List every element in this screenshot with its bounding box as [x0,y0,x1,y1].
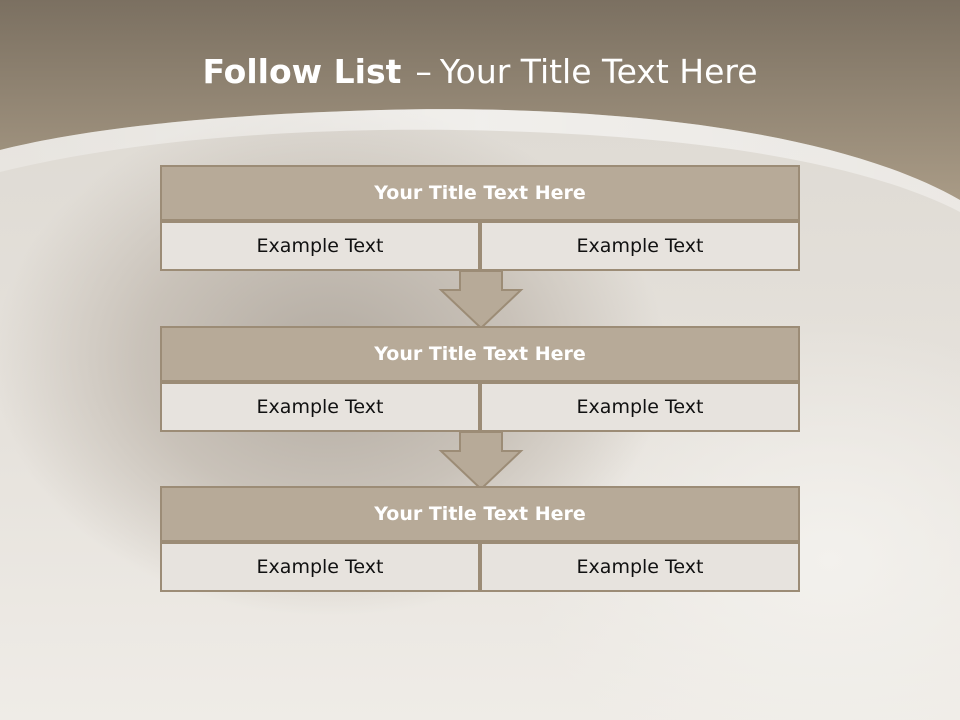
block-cell-right: Example Text [480,542,800,592]
down-arrow-icon [438,431,524,491]
block-title: Your Title Text Here [160,326,800,382]
block-cell-left: Example Text [160,382,480,432]
block-cell-right: Example Text [480,382,800,432]
block-cell-left: Example Text [160,542,480,592]
slide-title-rest: Your Title Text Here [439,52,758,91]
block-cell-left: Example Text [160,221,480,271]
slide-title: Follow List–Your Title Text Here [0,52,960,91]
block-title: Your Title Text Here [160,486,800,542]
block-title: Your Title Text Here [160,165,800,221]
down-arrow-icon [438,270,524,330]
list-block-1: Your Title Text Here Example Text Exampl… [160,165,800,271]
slide-title-dash: – [415,52,432,91]
slide-title-bold: Follow List [202,52,402,91]
block-cell-right: Example Text [480,221,800,271]
list-block-2: Your Title Text Here Example Text Exampl… [160,326,800,432]
list-block-3: Your Title Text Here Example Text Exampl… [160,486,800,592]
